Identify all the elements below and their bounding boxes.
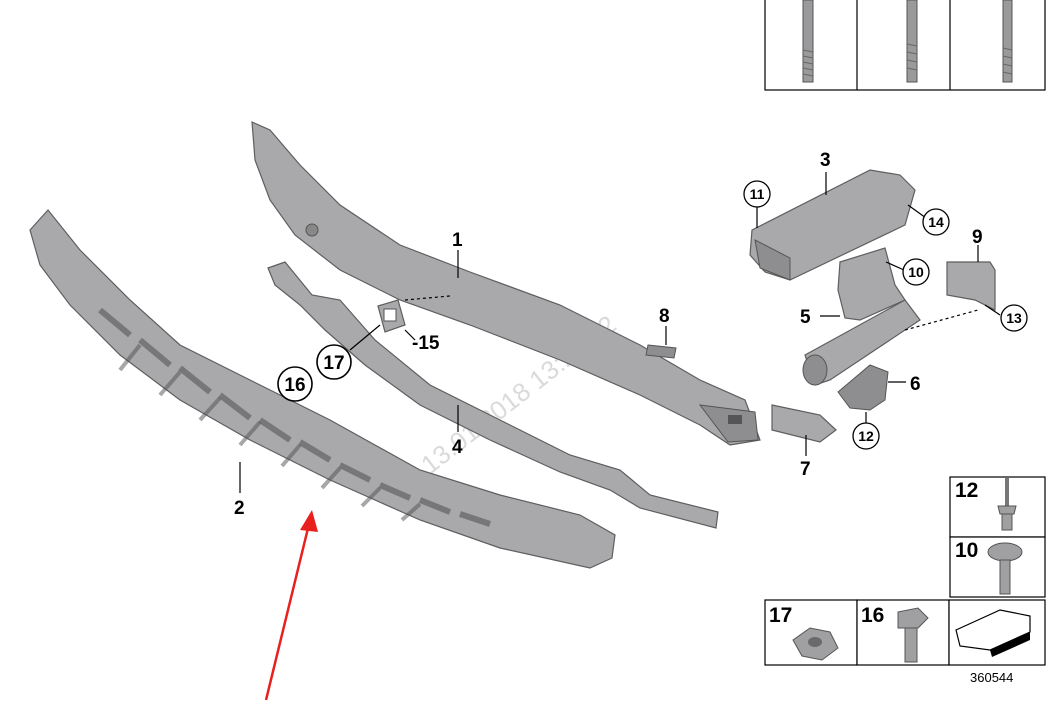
legend-16: 16 xyxy=(856,599,950,666)
svg-text:14: 14 xyxy=(928,214,944,230)
beam-slot xyxy=(728,415,742,424)
callout-1: 1 xyxy=(452,230,463,251)
callout-8: 8 xyxy=(659,306,670,327)
callout-9: 9 xyxy=(972,227,983,248)
tube-opening xyxy=(802,354,828,386)
legend-12: 12 xyxy=(949,476,1046,538)
svg-text:13: 13 xyxy=(1006,310,1022,326)
crash-box-end xyxy=(754,239,791,281)
beam-hole xyxy=(305,223,319,237)
bracket-hole xyxy=(383,308,397,322)
diagram-id: 360544 xyxy=(970,670,1013,685)
svg-text:12: 12 xyxy=(858,428,874,444)
svg-text:10: 10 xyxy=(955,539,978,562)
callout-6: 6 xyxy=(910,374,921,395)
svg-text:17: 17 xyxy=(769,604,792,627)
circled-callout-10: 10 xyxy=(902,258,930,286)
hex-nut-icon xyxy=(792,627,839,661)
bolt-table xyxy=(764,0,1046,91)
clip-piece xyxy=(645,344,677,359)
long-bolt-icon xyxy=(1002,0,1013,83)
cap-piece xyxy=(837,364,889,411)
svg-text:10: 10 xyxy=(908,264,924,280)
callout-2: 2 xyxy=(234,498,245,519)
bumper-carrier-beam xyxy=(251,121,761,446)
mounting-bracket xyxy=(837,247,906,321)
legend-17: 17 xyxy=(764,599,858,666)
circled-callout-11: 11 xyxy=(743,180,771,208)
svg-text:11: 11 xyxy=(750,186,765,202)
crash-box xyxy=(749,169,916,281)
circled-callout-14: 14 xyxy=(922,208,950,236)
lower-strip xyxy=(267,261,719,529)
svg-text:12: 12 xyxy=(955,479,978,502)
side-bracket xyxy=(946,261,996,311)
circled-callout-17: 17 xyxy=(316,344,352,380)
circled-callout-16: 16 xyxy=(277,366,313,402)
callout-7: 7 xyxy=(800,459,811,480)
absorber-ribs xyxy=(98,307,491,527)
red-arrow xyxy=(264,519,312,701)
callout-3: 3 xyxy=(820,150,831,171)
circled-callout-12: 12 xyxy=(852,422,880,450)
callout-4: 4 xyxy=(452,437,463,458)
callout-5: 5 xyxy=(800,307,811,328)
flange-bolt-icon xyxy=(987,542,1023,595)
legend-10: 10 xyxy=(949,536,1046,598)
legend-symbol xyxy=(948,599,1046,666)
hex-bolt-icon xyxy=(897,607,929,663)
svg-text:16: 16 xyxy=(284,375,305,396)
svg-text:16: 16 xyxy=(861,604,884,627)
callout-15: -15 xyxy=(412,333,440,354)
circled-callout-13: 13 xyxy=(1000,304,1028,332)
leader-lines xyxy=(239,172,1001,493)
long-bolt-icon xyxy=(906,0,918,83)
cover-plate xyxy=(771,404,837,443)
rivet-icon xyxy=(997,478,1017,531)
part-symbol-icon xyxy=(955,609,1031,657)
red-arrow-head xyxy=(300,510,318,532)
svg-text:17: 17 xyxy=(323,353,344,374)
impact-absorber xyxy=(29,209,616,569)
long-bolt-icon xyxy=(802,0,814,83)
